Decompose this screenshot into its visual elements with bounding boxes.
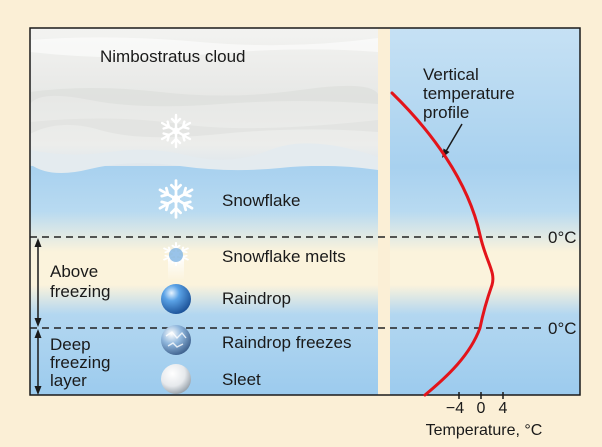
nimbostratus-cloud — [30, 28, 378, 173]
profile-label-line1: Vertical — [423, 65, 479, 84]
temperature-axis: −4 0 4 Temperature, °C — [426, 392, 543, 439]
deep-freezing-label-line2: freezing — [50, 353, 110, 372]
profile-label-line3: profile — [423, 103, 469, 122]
raindrop-icon — [161, 325, 191, 355]
raindrop — [161, 284, 191, 314]
raindrop-icon — [161, 284, 191, 314]
ice-pellet-icon — [161, 364, 191, 394]
above-freezing-bracket — [34, 238, 42, 327]
cloud-label: Nimbostratus cloud — [100, 47, 246, 66]
axis-tick-label-0: 0 — [477, 400, 486, 417]
deep-freezing-label-line1: Deep — [50, 335, 91, 354]
above-freezing-label-line1: Above — [50, 262, 98, 281]
above-freezing-label-line2: freezing — [50, 282, 110, 301]
stage-label-raindrop: Raindrop — [222, 289, 291, 308]
axis-tick-label-neg4: −4 — [446, 400, 464, 417]
profile-label-line2: temperature — [423, 84, 515, 103]
sleet-pellet — [161, 364, 191, 394]
deep-freezing-label-line3: layer — [50, 371, 87, 390]
raindrop-freezing — [161, 325, 191, 355]
temperature-axis-title: Temperature, °C — [426, 422, 543, 439]
column-divider — [378, 28, 390, 395]
stage-label-snowflake-melts: Snowflake melts — [222, 247, 346, 266]
snowflake-melting — [163, 241, 189, 280]
axis-tick-label-4: 4 — [499, 400, 508, 417]
stage-label-sleet: Sleet — [222, 370, 261, 389]
stage-label-raindrop-freezes: Raindrop freezes — [222, 333, 351, 352]
deep-freezing-bracket — [34, 329, 42, 395]
upper-zero-label: 0°C — [548, 228, 577, 247]
diagram-border — [29, 27, 581, 396]
lower-zero-label: 0°C — [548, 319, 577, 338]
temperature-profile-curve — [390, 91, 495, 397]
stage-label-snowflake: Snowflake — [222, 191, 300, 210]
